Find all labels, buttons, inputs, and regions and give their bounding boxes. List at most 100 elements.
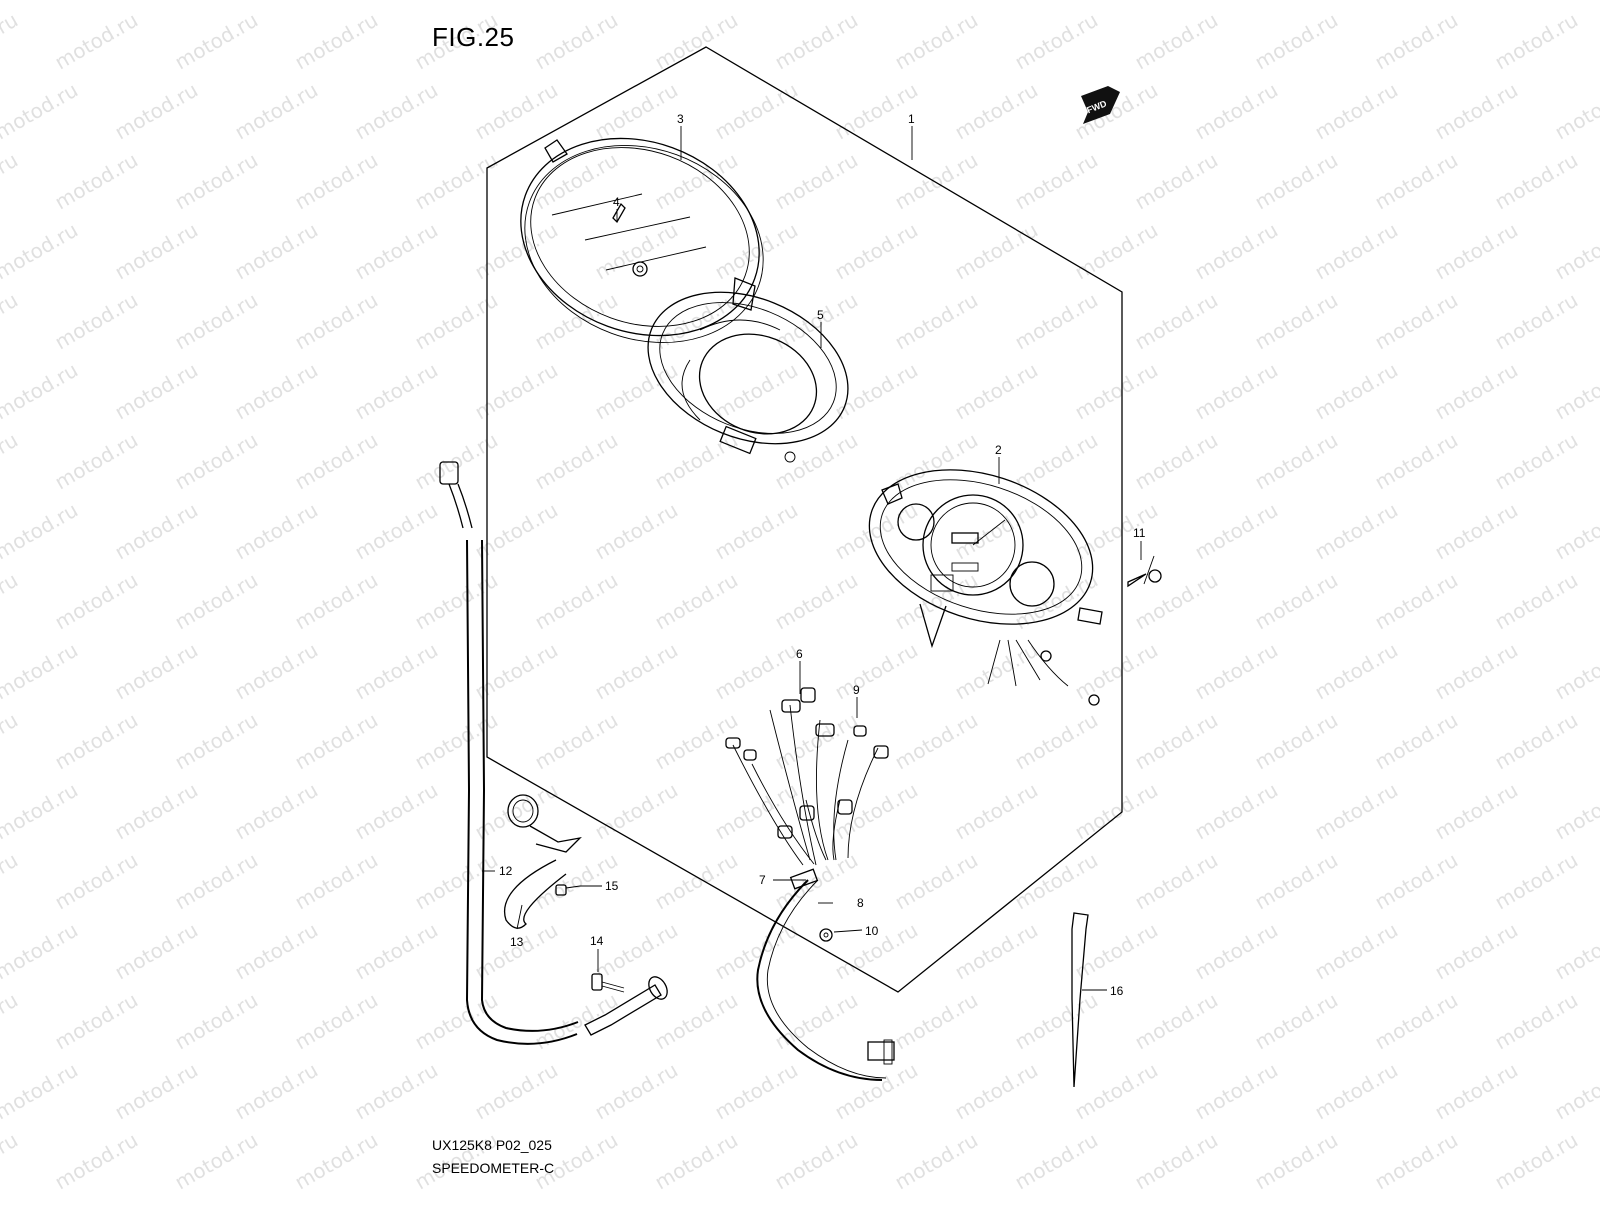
watermark-text: motod.ru [111,778,202,845]
watermark-text: motod.ru [1551,638,1600,705]
watermark-text: motod.ru [651,1128,742,1195]
watermark-text: motod.ru [771,1128,862,1195]
watermark-text: motod.ru [471,498,562,565]
watermark-text: motod.ru [171,568,262,635]
model-code: UX125K8 P02_025 [432,1137,552,1153]
callout-10: 10 [865,924,879,938]
watermark-text: motod.ru [471,218,562,285]
watermark-text: motod.ru [51,288,142,355]
figure-title: FIG.25 [432,22,514,53]
watermark-text: motod.ru [1551,218,1600,285]
watermark-text: motod.ru [891,708,982,775]
watermark-text: motod.ru [291,568,382,635]
watermark-text: motod.ru [1491,848,1582,915]
watermark-text: motod.ru [651,568,742,635]
watermark-text: motod.ru [1251,988,1342,1055]
watermark-text: motod.ru [531,568,622,635]
watermark-text: motod.ru [411,708,502,775]
watermark-text: motod.ru [1311,78,1402,145]
watermark-text: motod.ru [51,988,142,1055]
watermark-text: motod.ru [1371,848,1462,915]
watermark-text: motod.ru [891,988,982,1055]
watermark-text: motod.ru [1311,358,1402,425]
watermark-text: motod.ru [951,638,1042,705]
watermark-text: motod.ru [1251,8,1342,75]
watermark-text: motod.ru [291,1128,382,1195]
watermark-text: motod.ru [1191,638,1282,705]
watermark-text: motod.ru [891,148,982,215]
callout-8: 8 [857,896,864,910]
watermark-text: motod.ru [171,848,262,915]
watermark-text: motod.ru [1011,708,1102,775]
watermark-text: motod.ru [1371,568,1462,635]
watermark-text: motod.ru [531,428,622,495]
watermark-text: motod.ru [1371,1128,1462,1195]
watermark-text: motod.ru [1011,1128,1102,1195]
watermark-text: motod.ru [1371,708,1462,775]
watermark-text: motod.ru [1191,0,1282,4]
watermark-text: motod.ru [0,428,22,495]
watermark-text: motod.ru [1431,498,1522,565]
watermark-text: motod.ru [1131,988,1222,1055]
watermark-text: motod.ru [1491,988,1582,1055]
callout-16: 16 [1110,984,1124,998]
watermark-text: motod.ru [351,918,442,985]
watermark-text: motod.ru [951,778,1042,845]
callout-7: 7 [759,873,766,887]
watermark-text: motod.ru [711,918,802,985]
watermark-text: motod.ru [1311,218,1402,285]
watermark-text: motod.ru [531,288,622,355]
watermark-text: motod.ru [1011,428,1102,495]
callout-3: 3 [677,112,684,126]
watermark-text: motod.ru [831,78,922,145]
watermark-text: motod.ru [1191,778,1282,845]
watermark-text: motod.ru [711,778,802,845]
watermark-text: motod.ru [1551,78,1600,145]
watermark-text: motod.ru [111,218,202,285]
watermark-text: motod.ru [1371,148,1462,215]
watermark-text: motod.ru [531,988,622,1055]
watermark-text: motod.ru [1551,0,1600,4]
watermark-text: motod.ru [1131,708,1222,775]
watermark-text: motod.ru [891,288,982,355]
watermark-text: motod.ru [0,918,82,985]
watermark-text: motod.ru [831,498,922,565]
watermark-text: motod.ru [351,78,442,145]
watermark-text: motod.ru [1191,78,1282,145]
watermark-text: motod.ru [1311,0,1402,4]
watermark-text: motod.ru [1431,1058,1522,1125]
watermark-text: motod.ru [531,708,622,775]
watermark-text: motod.ru [771,8,862,75]
watermark-text: motod.ru [51,8,142,75]
watermark-text: motod.ru [351,218,442,285]
callout-1: 1 [908,112,915,126]
watermark-text: motod.ru [351,1058,442,1125]
watermark-text: motod.ru [291,848,382,915]
watermark-text: motod.ru [471,0,562,4]
watermark-text: motod.ru [1131,1128,1222,1195]
watermark-text: motod.ru [1251,428,1342,495]
watermark-text: motod.ru [951,1058,1042,1125]
watermark-text: motod.ru [231,218,322,285]
watermark-text: motod.ru [1551,1058,1600,1125]
watermark-text: motod.ru [0,778,82,845]
watermark-text: motod.ru [591,778,682,845]
watermark-text: motod.ru [411,148,502,215]
assembly-name: SPEEDOMETER-C [432,1160,554,1176]
watermark-text: motod.ru [231,918,322,985]
callout-6: 6 [796,647,803,661]
watermark-text: motod.ru [0,1058,82,1125]
watermark-text: motod.ru [591,918,682,985]
watermark-text: motod.ru [351,778,442,845]
watermark-text: motod.ru [1191,918,1282,985]
watermark-text: motod.ru [831,638,922,705]
watermark-text: motod.ru [1071,218,1162,285]
callout-15: 15 [605,879,619,893]
callout-14: 14 [590,934,604,948]
watermark-text: motod.ru [0,148,22,215]
watermark-text: motod.ru [231,778,322,845]
watermark-text: motod.ru [0,0,82,4]
watermark-text: motod.ru [1131,428,1222,495]
